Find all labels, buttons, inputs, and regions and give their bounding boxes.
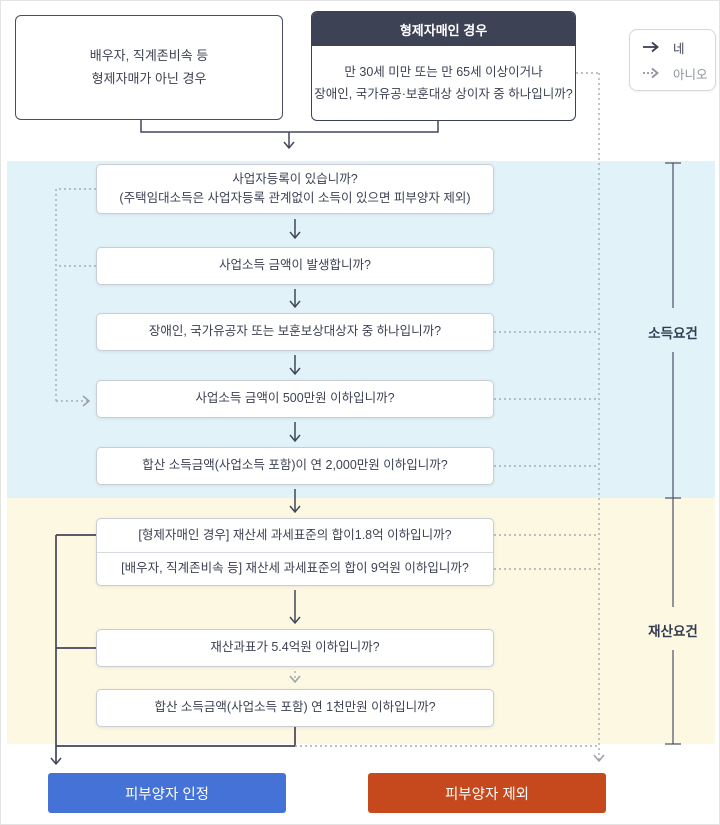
question-business-registration-line2: (주택임대소득은 사업자등록 관계없이 소득이 있으면 피부양자 제외)	[119, 191, 471, 205]
sibling-question-line1: 만 30세 미만 또는 만 65세 이상이거나	[344, 64, 543, 79]
sibling-case-box: 형제자매인 경우 만 30세 미만 또는 만 65세 이상이거나 장애인, 국가…	[311, 11, 576, 121]
sibling-question-line2: 장애인, 국가유공·보훈대상 상이자 중 하나입니까?	[314, 87, 573, 101]
non-sibling-line2: 형제자매가 아닌 경우	[91, 70, 207, 86]
question-total-income-10m: 합산 소득금액(사업소득 포함) 연 1천만원 이하입니까?	[96, 689, 494, 727]
income-requirement-label: 소득요건	[648, 326, 698, 341]
sibling-case-header: 형제자매인 경우	[312, 12, 575, 46]
question-total-income-20m: 합산 소득금액(사업소득 포함)이 연 2,000만원 이하입니까?	[96, 447, 494, 485]
question-property-540m: 재산과표가 5.4억원 이하입니까?	[96, 629, 494, 667]
question-property-sibling-180m: [형제자매인 경우] 재산세 과세표준의 합이1.8억 이하입니까?	[97, 519, 493, 553]
legend-no-label: 아니오	[673, 67, 708, 82]
question-property-tax-base: [형제자매인 경우] 재산세 과세표준의 합이1.8억 이하입니까? [배우자,…	[96, 518, 494, 586]
question-disabled-veteran: 장애인, 국가유공자 또는 보훈보상대상자 중 하나입니까?	[96, 313, 494, 351]
result-dependent-excluded: 피부양자 제외	[368, 773, 606, 813]
property-requirement-label: 재산요건	[648, 624, 698, 639]
sibling-case-question: 만 30세 미만 또는 만 65세 이상이거나 장애인, 국가유공·보훈대상 상…	[312, 46, 575, 120]
arrow-legend: 네 아니오	[629, 29, 716, 91]
question-business-registration-line1: 사업자등록이 있습니까?	[232, 171, 358, 186]
result-dependent-approved: 피부양자 인정	[48, 773, 286, 813]
question-business-income-exists: 사업소득 금액이 발생합니까?	[96, 247, 494, 285]
dotted-arrow-icon	[643, 67, 659, 79]
question-business-registration: 사업자등록이 있습니까? (주택임대소득은 사업자등록 관계없이 소득이 있으면…	[96, 164, 494, 214]
non-sibling-line1: 배우자, 직계존비속 등	[89, 47, 209, 63]
legend-yes-row: 네	[642, 38, 715, 57]
question-business-income-5m: 사업소득 금액이 500만원 이하입니까?	[96, 380, 494, 418]
solid-arrow-icon	[643, 41, 659, 53]
legend-yes-label: 네	[673, 41, 685, 56]
top-merge-connector	[140, 120, 439, 150]
question-property-spouse-900m: [배우자, 직계존비속 등] 재산세 과세표준의 합이 9억원 이하입니까?	[121, 561, 469, 576]
non-sibling-case-box: 배우자, 직계존비속 등 형제자매가 아닌 경우	[15, 15, 283, 120]
legend-no-row: 아니오	[642, 64, 715, 83]
